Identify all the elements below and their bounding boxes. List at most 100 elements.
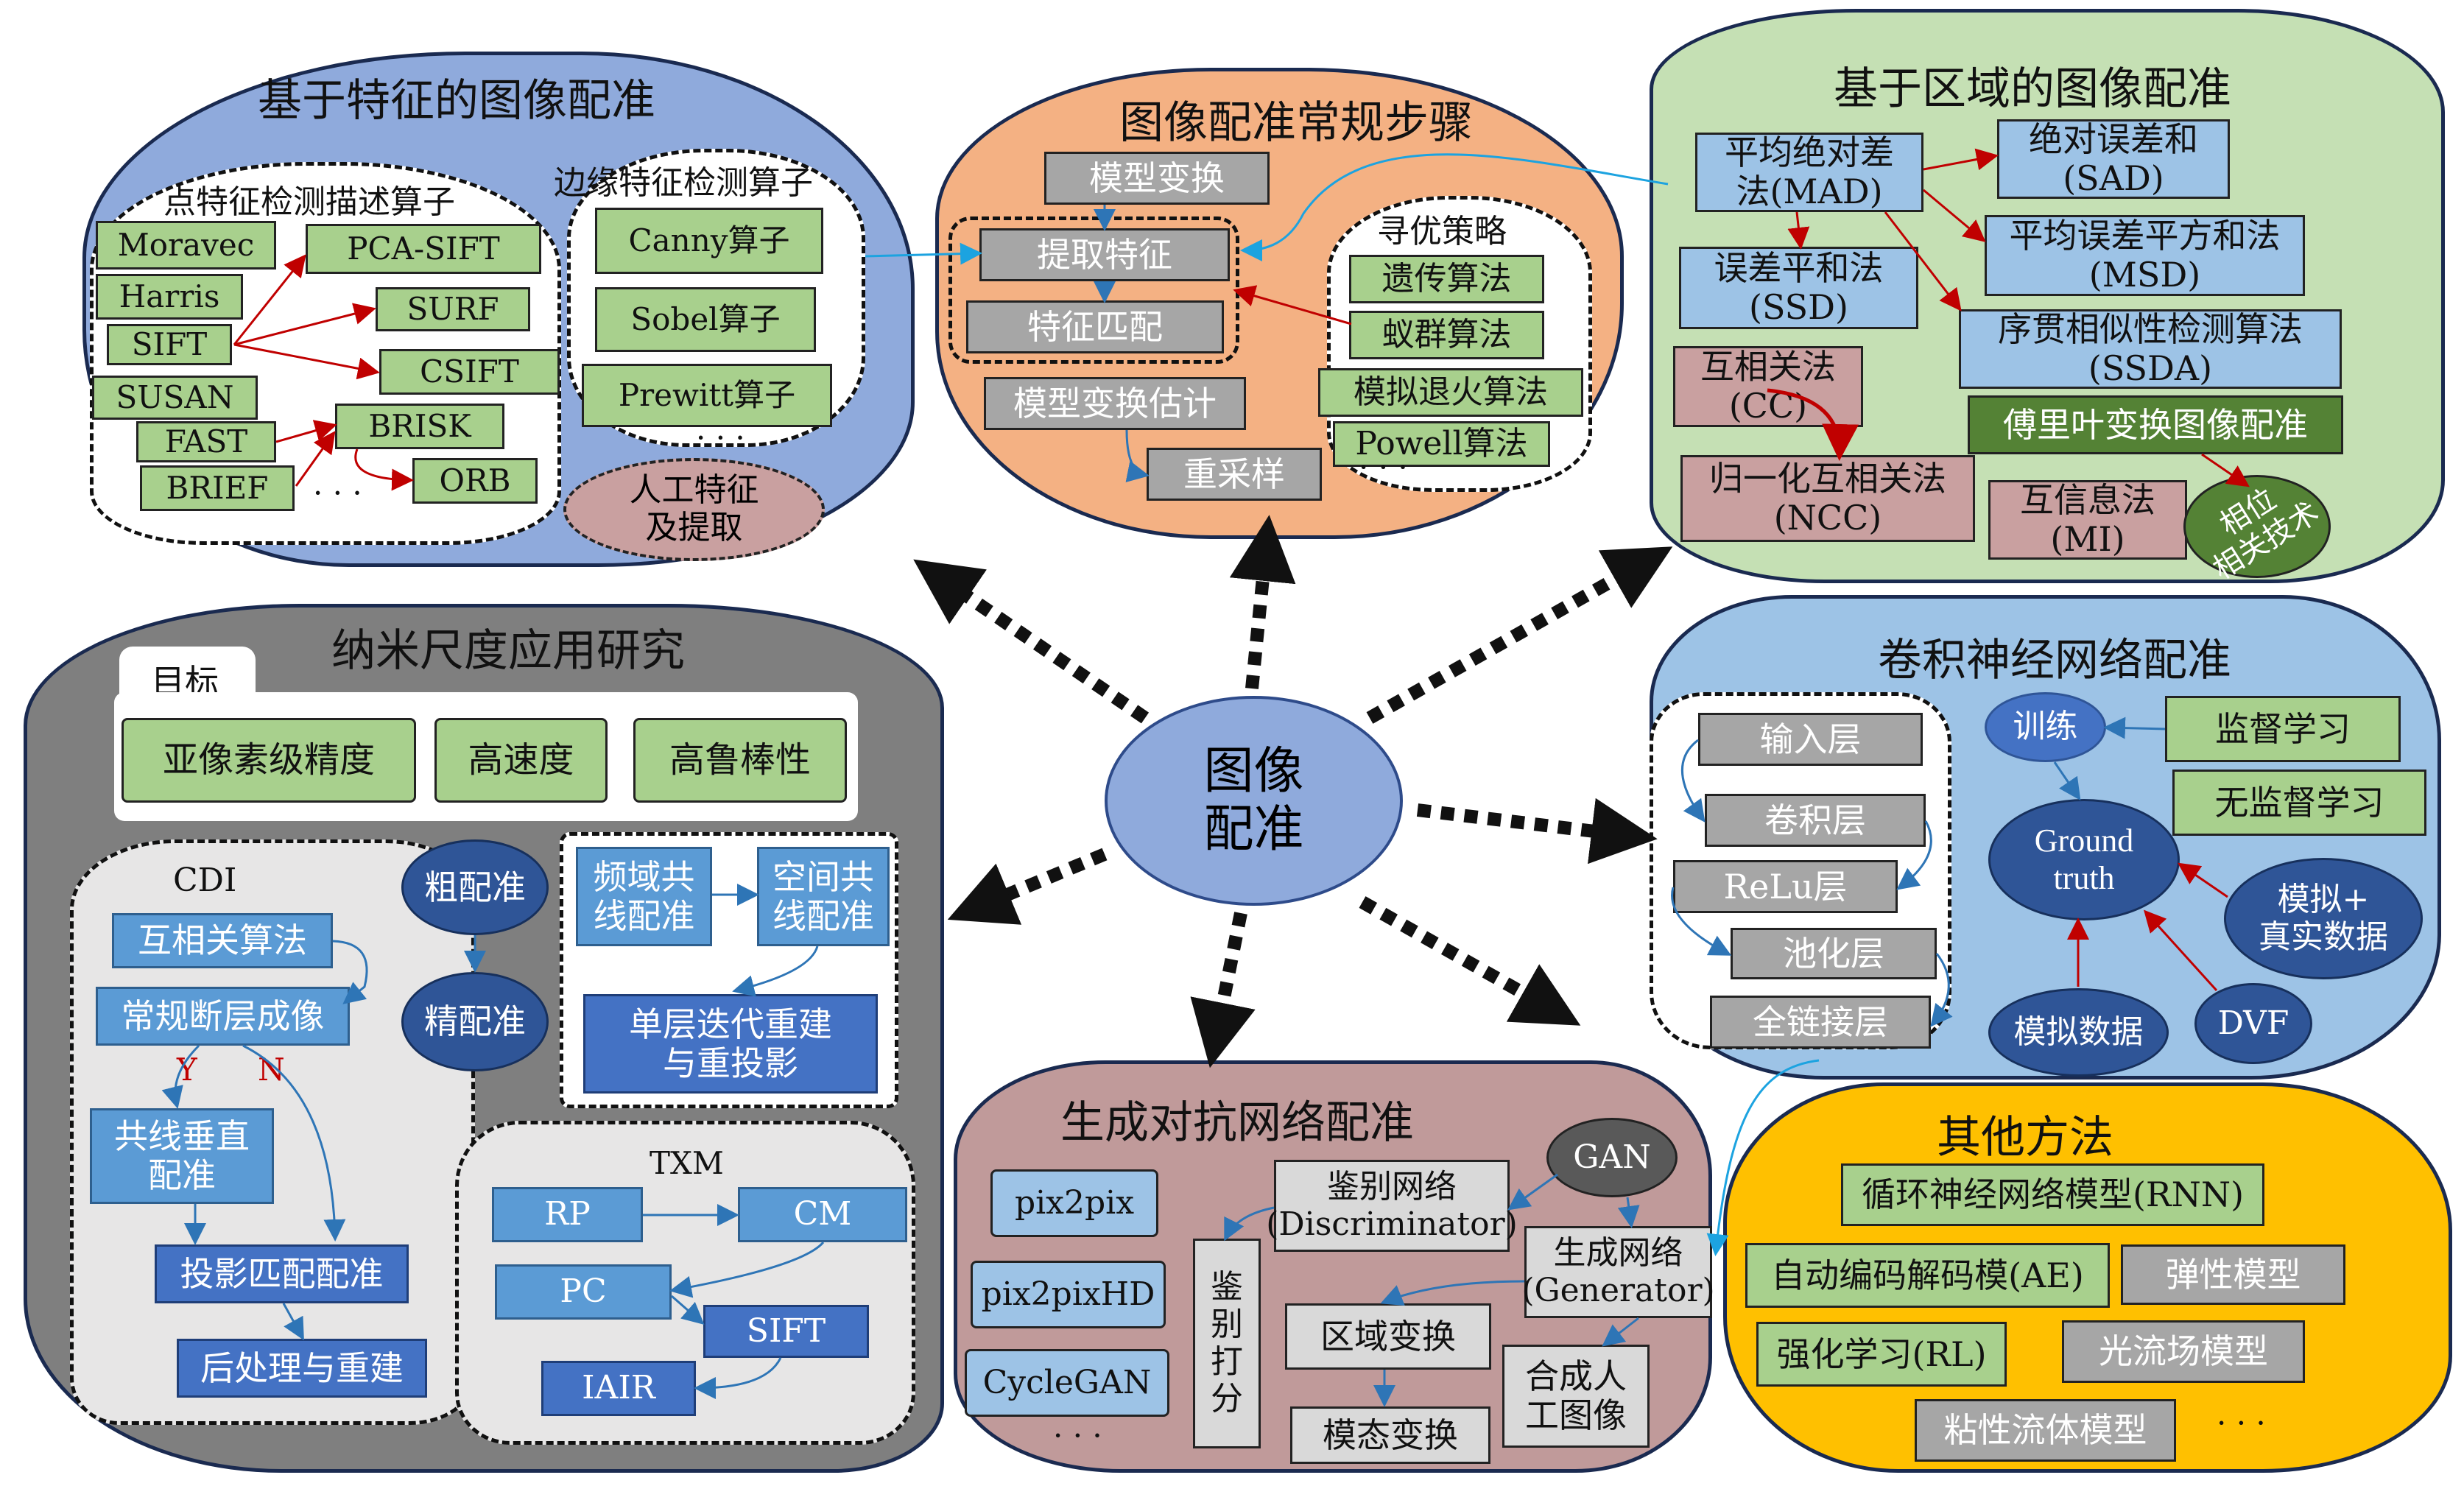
manual-feature[interactable]: 人工特征 及提取 [563, 458, 825, 561]
point-item-brief[interactable]: BRIEF [140, 465, 295, 511]
goal-subpixel[interactable]: 亚像素级精度 [122, 718, 416, 803]
point-more: · · · [313, 475, 362, 511]
cnn-ground-truth[interactable]: Ground truth [1988, 799, 2180, 920]
edge-item-canny[interactable]: Canny算子 [595, 208, 823, 274]
cdi-projection-match[interactable]: 投影匹配配准 [155, 1244, 409, 1303]
opt-more: · · · [1359, 449, 1408, 485]
region-arrows [1767, 148, 2250, 487]
gan-node[interactable]: GAN [1546, 1118, 1678, 1197]
arrow-to-cnn [1416, 797, 1658, 865]
cnn-supervised[interactable]: 监督学习 [2165, 696, 2401, 762]
point-item-susan[interactable]: SUSAN [92, 376, 258, 420]
arrow-to-feature [913, 559, 1150, 724]
step-model-transform[interactable]: 模型变换 [1044, 152, 1270, 205]
point-item-harris[interactable]: Harris [96, 274, 243, 320]
steps-title: 图像配准常规步骤 [1119, 97, 1473, 149]
layer-input[interactable]: 输入层 [1698, 713, 1923, 766]
method-mad[interactable]: 平均绝对差 法(MAD) [1695, 133, 1923, 212]
method-msd[interactable]: 平均误差平方和法 (MSD) [1985, 215, 2305, 296]
gan-generator[interactable]: 生成网络 (Generator) [1521, 1226, 1715, 1318]
cnn-train[interactable]: 训练 [1985, 692, 2106, 762]
space-collinear[interactable]: 空间共 线配准 [757, 847, 890, 946]
cnn-red-arrows [2067, 862, 2228, 992]
edge-more: · · · [696, 420, 745, 456]
gan-synthetic-image[interactable]: 合成人 工图像 [1502, 1345, 1650, 1448]
target-brisk[interactable]: BRISK [335, 404, 504, 449]
point-item-fast[interactable]: FAST [136, 421, 276, 462]
gan-modal-transform[interactable]: 模态变换 [1290, 1406, 1490, 1464]
method-fourier[interactable]: 傅里叶变换图像配准 [1968, 395, 2343, 454]
gan-discriminator[interactable]: 鉴别网络 (Discriminator) [1266, 1160, 1518, 1252]
method-ssd[interactable]: 误差平和法 (SSD) [1679, 247, 1918, 329]
cnn-dvf[interactable]: DVF [2194, 983, 2312, 1064]
other-rnn[interactable]: 循环神经网络模型(RNN) [1841, 1163, 2264, 1226]
region-title: 基于区域的图像配准 [1834, 63, 2231, 115]
step-model-estimate[interactable]: 模型变换估计 [984, 377, 1246, 430]
gan-pix2pix[interactable]: pix2pix [990, 1169, 1158, 1237]
txm-iair[interactable]: IAIR [541, 1361, 696, 1416]
iterative-reconstruction[interactable]: 单层迭代重建 与重投影 [583, 994, 878, 1094]
nano-title: 纳米尺度应用研究 [331, 625, 685, 677]
target-csift[interactable]: CSIFT [379, 349, 560, 395]
cnn-unsupervised[interactable]: 无监督学习 [2172, 770, 2426, 836]
step-resample[interactable]: 重采样 [1147, 448, 1322, 501]
center-node[interactable]: 图像 配准 [1105, 696, 1403, 906]
point-item-sift[interactable]: SIFT [107, 324, 232, 365]
goal-speed[interactable]: 高速度 [434, 718, 608, 803]
txm-rp[interactable]: RP [492, 1187, 643, 1242]
freq-collinear[interactable]: 频域共 线配准 [576, 847, 712, 946]
point-item-moravec[interactable]: Moravec [96, 221, 276, 270]
point-feature-title: 点特征检测描述算子 [163, 183, 455, 221]
step-extract-feature[interactable]: 提取特征 [979, 228, 1230, 281]
layer-conv[interactable]: 卷积层 [1705, 794, 1926, 847]
method-ncc[interactable]: 归一化互相关法 (NCC) [1680, 455, 1975, 542]
region-to-steps-connector [1240, 153, 1669, 261]
gan-score[interactable]: 鉴 别 打 分 [1193, 1239, 1261, 1448]
other-viscous-fluid[interactable]: 粘性流体模型 [1915, 1399, 2176, 1462]
method-mi[interactable]: 互信息法 (MI) [1988, 480, 2187, 560]
gan-cyclegan[interactable]: CycleGAN [965, 1349, 1169, 1417]
nano-arrows [161, 884, 825, 1399]
layer-relu[interactable]: ReLu层 [1673, 860, 1898, 913]
gan-pix2pixhd[interactable]: pix2pixHD [971, 1261, 1166, 1328]
cdi-postprocess[interactable]: 后处理与重建 [177, 1339, 427, 1398]
opt-genetic[interactable]: 遗传算法 [1349, 255, 1544, 303]
optimization-title: 寻优策略 [1377, 213, 1507, 250]
gan-title: 生成对抗网络配准 [1060, 1097, 1414, 1149]
cdi-collinear-vertical[interactable]: 共线垂直 配准 [90, 1108, 274, 1204]
arrow-to-nano [947, 848, 1108, 925]
feature-title: 基于特征的图像配准 [258, 75, 655, 127]
other-ae[interactable]: 自动编码解码模(AE) [1745, 1243, 2110, 1308]
target-orb[interactable]: ORB [412, 458, 538, 504]
cnn-sim-real[interactable]: 模拟+ 真实数据 [2224, 858, 2423, 979]
edge-item-sobel[interactable]: Sobel算子 [595, 287, 816, 352]
feature-arrows [233, 254, 414, 491]
layer-pooling[interactable]: 池化层 [1731, 928, 1937, 979]
opt-annealing[interactable]: 模拟退火算法 [1318, 368, 1583, 417]
layer-fc[interactable]: 全链接层 [1710, 996, 1931, 1049]
cdi-cross-correlation[interactable]: 互相关算法 [112, 913, 333, 968]
other-title: 其他方法 [1937, 1112, 2113, 1163]
other-optical-flow[interactable]: 光流场模型 [2062, 1320, 2305, 1383]
arrow-to-gan [1190, 912, 1256, 1068]
goal-robustness[interactable]: 高鲁棒性 [633, 718, 847, 803]
other-rl[interactable]: 强化学习(RL) [1756, 1322, 2007, 1387]
cnn-sim-data[interactable]: 模拟数据 [1988, 988, 2169, 1077]
fine-registration[interactable]: 精配准 [401, 972, 549, 1071]
other-elastic[interactable]: 弹性模型 [2121, 1244, 2345, 1305]
method-cc[interactable]: 互相关法 (CC) [1673, 346, 1863, 427]
cdi-tomography[interactable]: 常规断层成像 [96, 987, 350, 1046]
method-ssda[interactable]: 序贯相似性检测算法 (SSDA) [1959, 309, 2342, 389]
target-pca-sift[interactable]: PCA-SIFT [306, 224, 541, 274]
gan-arrows [1224, 1173, 1640, 1407]
target-surf[interactable]: SURF [376, 287, 530, 331]
edge-item-prewitt[interactable]: Prewitt算子 [582, 364, 832, 427]
coarse-registration[interactable]: 粗配准 [401, 839, 549, 935]
opt-powell[interactable]: Powell算法 [1333, 421, 1550, 467]
txm-pc[interactable]: PC [495, 1264, 672, 1320]
opt-ant-colony[interactable]: 蚁群算法 [1349, 311, 1544, 359]
method-phase-correlation[interactable]: 相位 相关技术 [2183, 475, 2331, 586]
txm-sift[interactable]: SIFT [703, 1305, 869, 1358]
arrow-to-steps [1229, 515, 1296, 689]
